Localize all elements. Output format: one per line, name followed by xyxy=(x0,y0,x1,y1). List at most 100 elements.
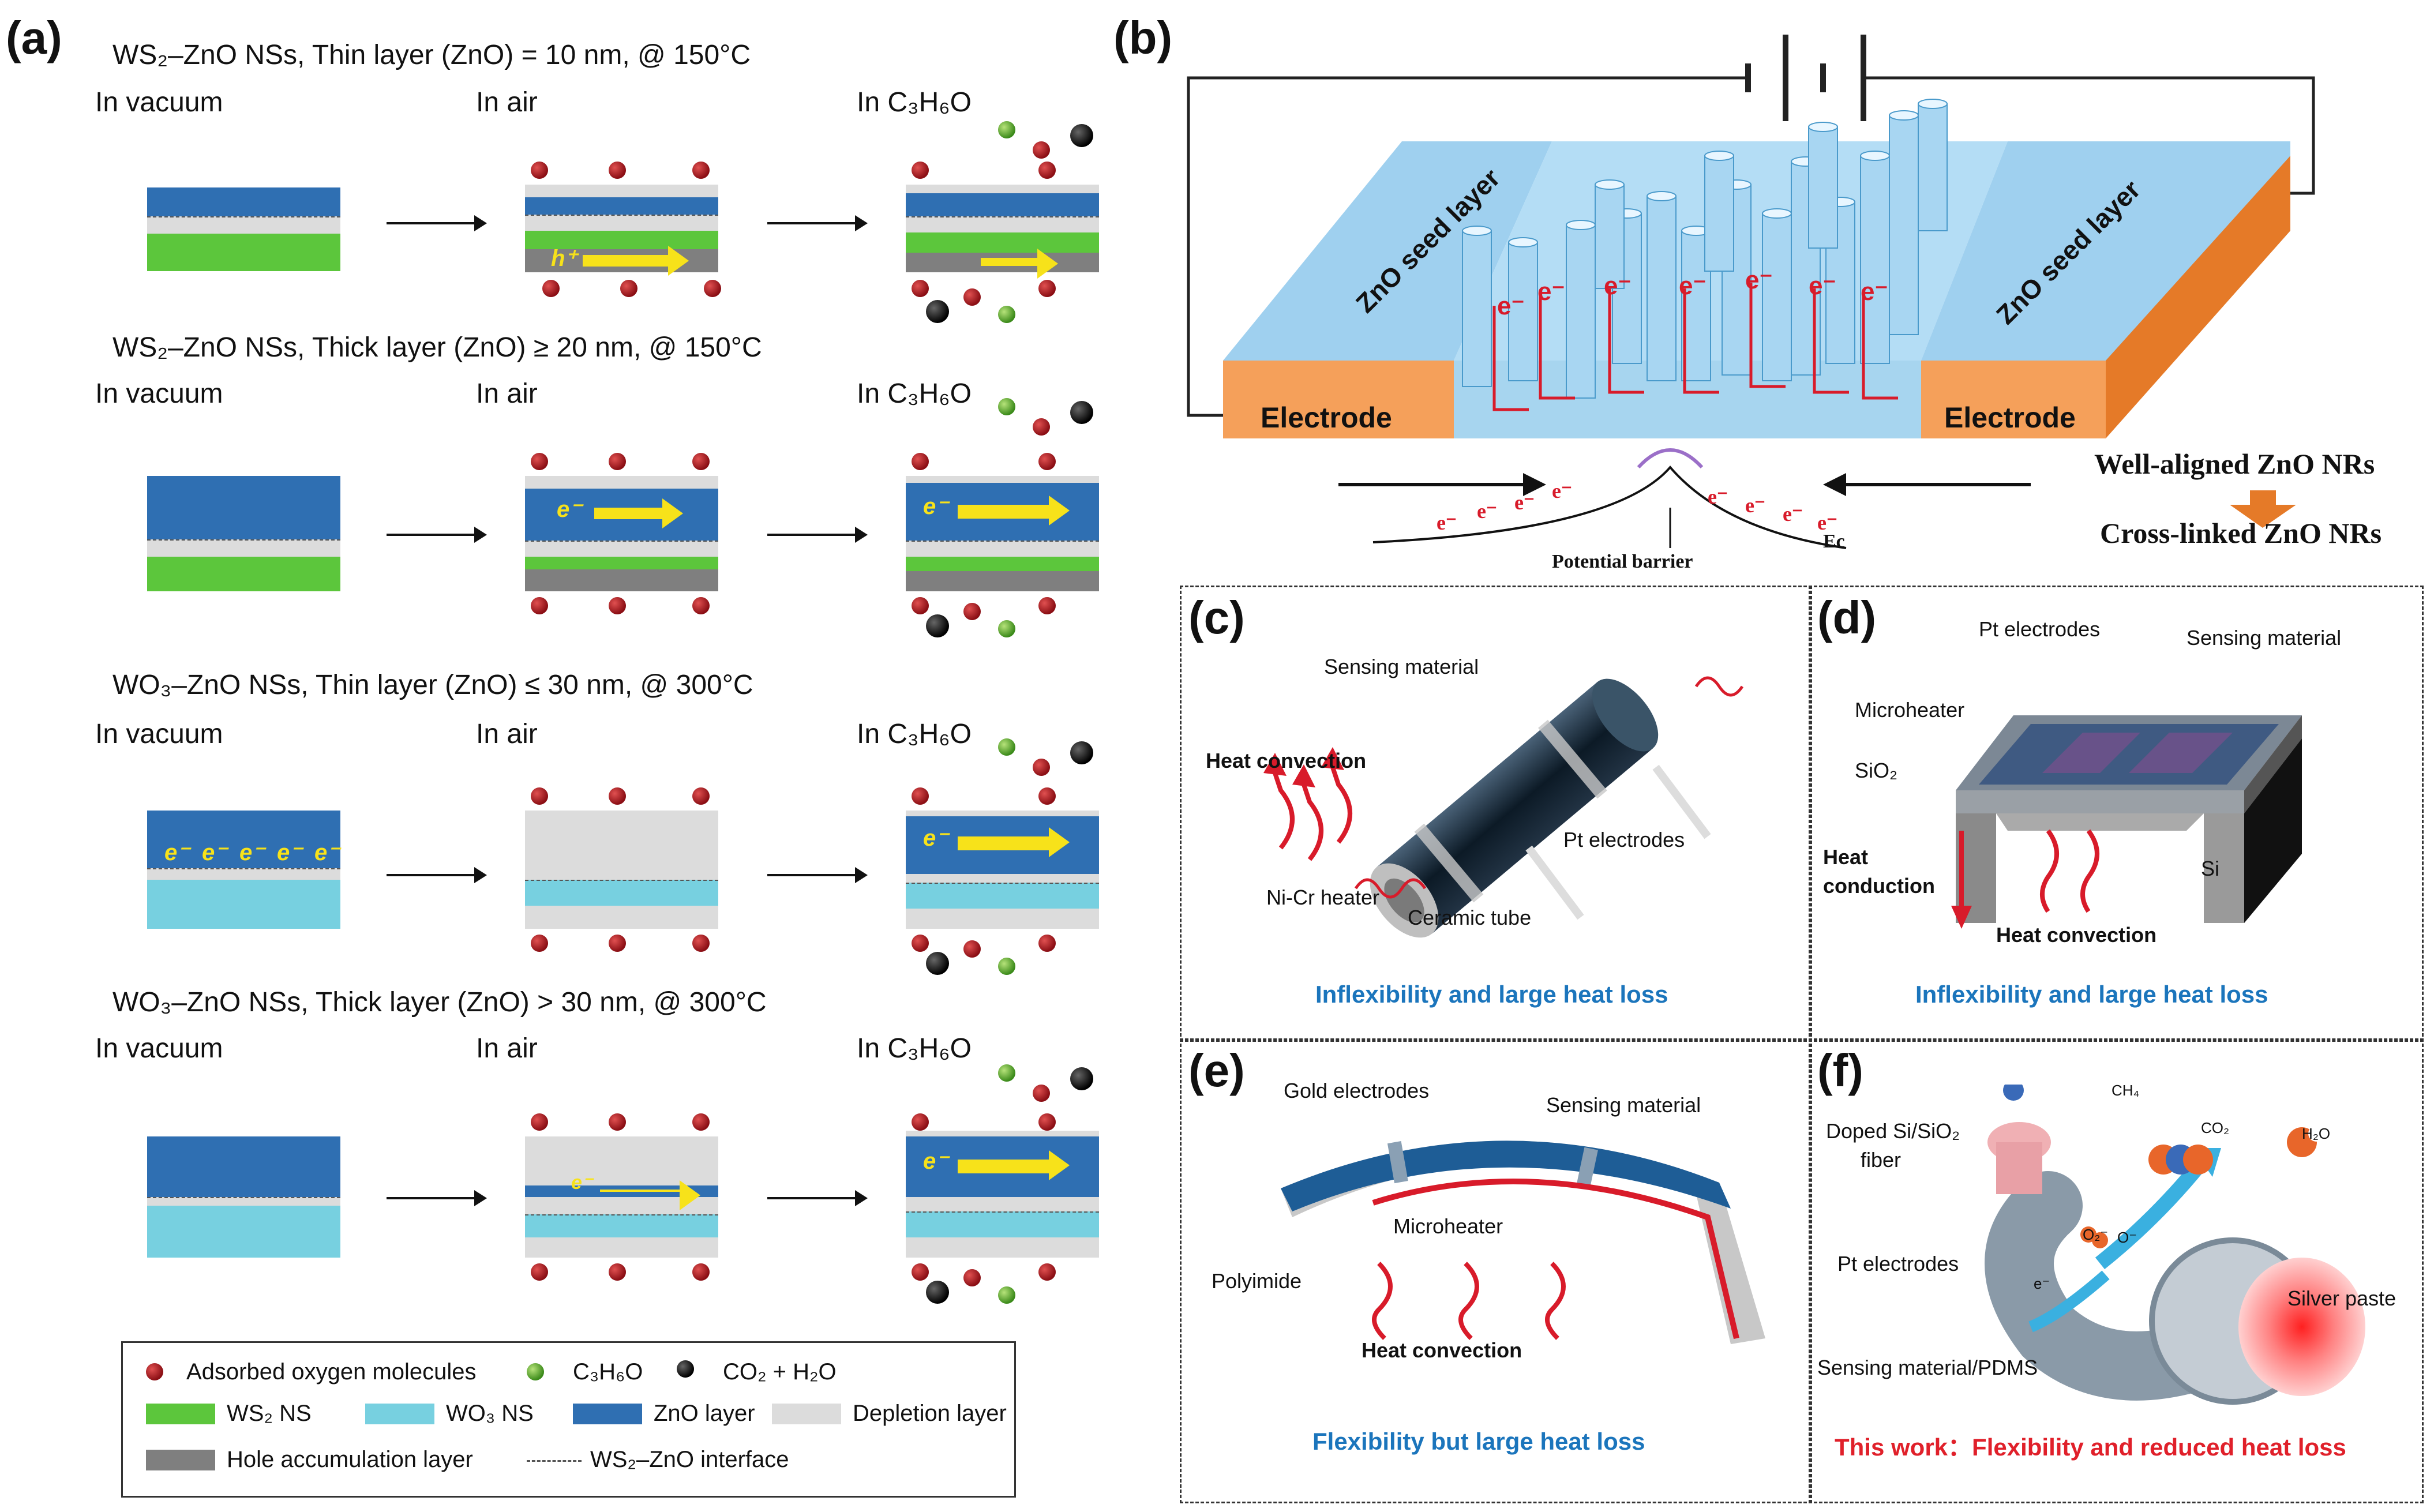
oxygen-molecule xyxy=(692,597,710,614)
oxygen-molecule xyxy=(531,787,548,805)
d-sio2: SiO₂ xyxy=(1855,759,1897,782)
zno-nanorod xyxy=(1462,230,1492,387)
acetone-molecule xyxy=(998,1064,1015,1082)
row2-air-dep xyxy=(525,541,718,558)
oxygen-molecule xyxy=(912,787,929,805)
f-sensing: Sensing material/PDMS xyxy=(1817,1356,2038,1379)
row4-col-vacuum: In vacuum xyxy=(95,1033,223,1064)
row3-col-vacuum: In vacuum xyxy=(95,719,223,749)
nanorod-cap xyxy=(1462,226,1492,236)
barrier-electron-4: e⁻ xyxy=(1552,479,1572,502)
row2-ac-carrier-arrow xyxy=(958,496,1070,526)
row1-ac-carrier-arrow xyxy=(981,249,1058,279)
oxygen-molecule xyxy=(692,787,710,805)
legend-acetone-marker xyxy=(527,1363,544,1380)
row3-air-wo3 xyxy=(525,880,718,907)
panel-c-label: (c) xyxy=(1188,592,1245,643)
row2-air-ws2 xyxy=(525,557,718,569)
legend-acetone: C₃H₆O xyxy=(573,1359,643,1385)
row4-air-electron: e⁻ xyxy=(571,1172,592,1194)
oxygen-molecule xyxy=(912,935,929,952)
row3-arrow-1 xyxy=(387,867,487,883)
row2-vac-zno xyxy=(147,476,340,539)
oxygen-molecule xyxy=(704,280,721,297)
row1-air-dep-top xyxy=(525,185,718,197)
product-molecule xyxy=(1070,1067,1093,1090)
row4-ac-dep xyxy=(906,1197,1099,1211)
oxygen-molecule xyxy=(912,597,929,614)
legend-ws2-swatch xyxy=(146,1404,215,1424)
row3-ac-dep-bottom xyxy=(906,909,1099,929)
legend-zno: ZnO layer xyxy=(654,1401,755,1426)
row4-vac-wo3 xyxy=(147,1206,340,1258)
c-pt-electrodes: Pt electrodes xyxy=(1563,828,1685,851)
f-caption: This work：Flexibility and reduced heat l… xyxy=(1835,1434,2346,1461)
acetone-molecule xyxy=(998,1286,1015,1304)
cross-linked-label: Cross-linked ZnO NRs xyxy=(2100,517,2382,549)
row2-air-hole xyxy=(525,569,718,591)
row1-col-acetone: In C₃H₆O xyxy=(857,87,972,118)
row2-ac-electron: e⁻ xyxy=(923,494,948,519)
oxygen-molecule xyxy=(912,1113,929,1131)
oxygen-molecule xyxy=(1038,453,1056,470)
oxygen-molecule xyxy=(692,453,710,470)
panel-d-heat xyxy=(1951,829,2099,929)
nanorod-cap xyxy=(1566,220,1596,230)
f-silver-paste: Silver paste xyxy=(2287,1286,2397,1310)
product-molecule xyxy=(926,952,949,975)
barrier-electron-5: e⁻ xyxy=(1708,485,1728,508)
barrier-electron-6: e⁻ xyxy=(1745,494,1765,517)
row3-ac-electron: e⁻ xyxy=(923,826,948,851)
product-molecule xyxy=(926,1281,949,1304)
row4-arrow-2 xyxy=(767,1190,868,1206)
oxygen-molecule xyxy=(531,162,548,179)
row3-vac-wo3 xyxy=(147,880,340,929)
row4-air-dep-bottom xyxy=(525,1237,718,1258)
panel-f xyxy=(1809,1038,2424,1503)
row3-vac-electrons-4: e⁻ xyxy=(277,840,302,865)
nanorod-cap xyxy=(1808,122,1838,132)
acetone-molecule xyxy=(998,121,1015,138)
row4-col-acetone: In C₃H₆O xyxy=(857,1033,972,1064)
electron-path-arrow xyxy=(1749,283,1786,388)
legend-interface-line xyxy=(527,1460,582,1462)
row2-ac-hole xyxy=(906,571,1099,591)
f-o: O⁻ xyxy=(2117,1229,2137,1246)
row3-vac-electrons-5: e⁻ xyxy=(314,840,340,865)
oxygen-molecule xyxy=(609,935,626,952)
e-gold-electrodes: Gold electrodes xyxy=(1284,1079,1430,1102)
oxygen-molecule xyxy=(963,288,981,306)
row4-vac-dep xyxy=(147,1197,340,1207)
f-doped-2: fiber xyxy=(1861,1148,1902,1172)
oxygen-molecule xyxy=(692,1113,710,1131)
zno-nanorod xyxy=(1508,242,1538,381)
oxygen-molecule xyxy=(1038,597,1056,614)
rod-electron-5: e⁻ xyxy=(1745,266,1773,294)
row2-air-electron: e⁻ xyxy=(557,497,582,522)
panel-c-tube xyxy=(1263,676,1744,938)
electrode-right: Electrode xyxy=(1944,402,2076,434)
d-caption: Inflexibility and large heat loss xyxy=(1915,981,2268,1008)
barrier-electron-3: e⁻ xyxy=(1514,491,1535,514)
c-heat-convection: Heat convection xyxy=(1206,749,1367,772)
row3-arrow-2 xyxy=(767,867,868,883)
panel-b-label: (b) xyxy=(1113,12,1173,63)
row4-arrow-1 xyxy=(387,1190,487,1206)
panel-d-chip xyxy=(1956,715,2302,923)
panel-c xyxy=(1180,586,1812,1042)
oxygen-molecule xyxy=(531,935,548,952)
row1-vac-ws2 xyxy=(147,234,340,271)
oxygen-molecule xyxy=(1038,162,1056,179)
barrier-electron-8: e⁻ xyxy=(1817,511,1837,534)
oxygen-molecule xyxy=(531,1113,548,1131)
oxygen-molecule xyxy=(609,787,626,805)
row1-air-zno xyxy=(525,197,718,215)
f-o2: O₂⁻ xyxy=(2083,1226,2109,1243)
f-co2: CO₂ xyxy=(2201,1119,2230,1136)
nanorod-cap xyxy=(1762,208,1792,219)
d-heat-conduction-1: Heat xyxy=(1823,845,1869,869)
row4-ac-carrier-arrow xyxy=(958,1150,1070,1180)
row1-ac-dep-top xyxy=(906,185,1099,193)
row2-vac-dep xyxy=(147,539,340,558)
legend-depletion: Depletion layer xyxy=(853,1401,1007,1426)
